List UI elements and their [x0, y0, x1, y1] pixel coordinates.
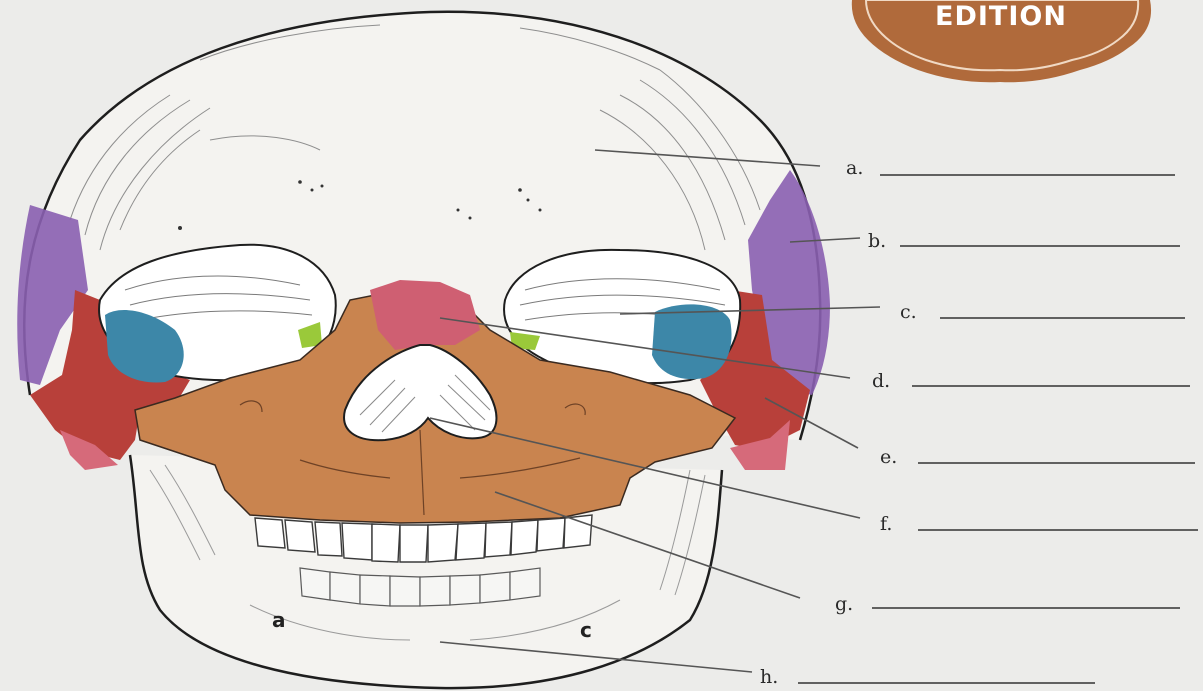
svg-text:f.: f.: [880, 513, 892, 535]
edition-badge: EDITION: [852, 0, 1151, 82]
label-c: c.: [900, 301, 1185, 323]
svg-text:c.: c.: [900, 301, 917, 323]
label-d: d.: [872, 370, 1190, 392]
svg-text:g.: g.: [835, 593, 853, 615]
label-b: b.: [868, 230, 1180, 252]
handwritten-mark-right: c: [580, 618, 592, 642]
label-h: h.: [760, 666, 1095, 688]
svg-text:e.: e.: [880, 446, 897, 468]
badge-text: EDITION: [935, 1, 1067, 32]
label-a: a.: [846, 157, 1175, 179]
svg-text:b.: b.: [868, 230, 886, 252]
label-e: e.: [880, 446, 1195, 468]
label-f: f.: [880, 513, 1198, 535]
handwritten-mark-left: a: [272, 608, 286, 632]
right-orbit-blue: [652, 304, 732, 379]
svg-text:h.: h.: [760, 666, 778, 688]
label-g: g.: [835, 593, 1180, 615]
svg-text:d.: d.: [872, 370, 890, 392]
svg-text:a.: a.: [846, 157, 863, 179]
